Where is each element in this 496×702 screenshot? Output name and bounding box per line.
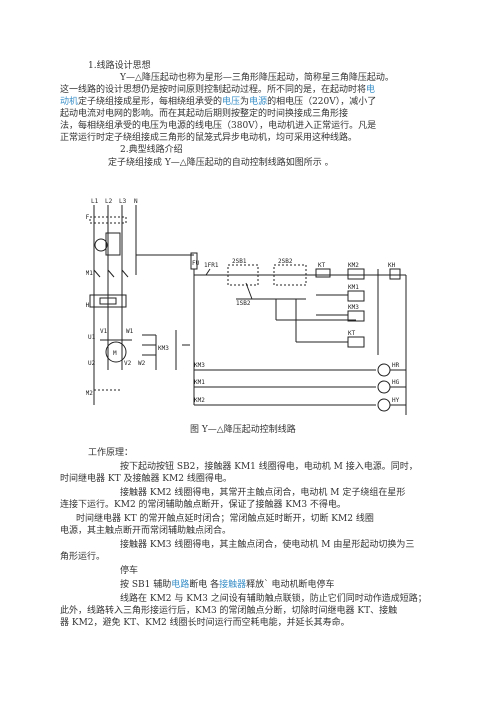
label-km3-coil: KM3 — [348, 304, 359, 311]
link-power-source[interactable]: 电源 — [249, 97, 268, 107]
paragraph-line: 连接下运行。KM2 的常闭辅助触点断开，保证了接触器 KM3 不得电。 — [60, 500, 346, 510]
label-l1: L1 — [91, 198, 99, 205]
label-l3: L3 — [119, 198, 127, 205]
paragraph-line: 线路在 KM2 与 KM3 之间设有辅助触点联锁，防止它们同时动作造成短路； — [120, 594, 427, 604]
label-v2: V2 — [124, 360, 132, 367]
label-hy: HY — [392, 397, 400, 404]
paragraph-line: 定子绕组接成 Y—△降压起动的自动控制线路如图所示 。 — [108, 158, 334, 168]
paragraph-line: 时间继电器 KT 及接触器 KM2 线圈得电。 — [60, 474, 232, 484]
label-kh-ctrl: KH — [388, 262, 396, 269]
section-heading-2: 2.典型线路介绍 — [120, 145, 183, 155]
circuit-diagram: L1 L2 L3 N QF KM1 KH U1 V1 W1 U2 V2 W2 M… — [86, 198, 407, 415]
label-km1-coil: KM1 — [348, 284, 359, 291]
label-n: N — [134, 198, 138, 205]
label-km2-main: KM2 — [86, 390, 93, 397]
stop-title: 停车 — [120, 566, 139, 576]
paragraph-line: Y—△降压起动也称为星形—三角形降压起动，简称星三角降压起动。 — [120, 73, 394, 83]
link-voltage[interactable]: 电压 — [222, 97, 241, 107]
section-heading-1: 1.线路设计思想 — [88, 61, 151, 71]
label-kt: KT — [318, 262, 326, 269]
label-km2: KM2 — [348, 262, 359, 269]
paragraph-line: 动机定子绕组接成星形，每相绕组承受的电压为电源的相电压（220V），减小了 — [60, 97, 377, 107]
label-w2: W2 — [138, 360, 146, 367]
link-electric[interactable]: 电 — [366, 85, 376, 95]
label-km3-main: KM3 — [158, 345, 169, 352]
label-km1-lamp: KM1 — [194, 379, 205, 386]
paragraph-line: 按下起动按钮 SB2，接触器 KM1 线圈得电，电动机 M 接入电源。同时， — [120, 462, 418, 472]
label-2sb1: 2SB1 — [232, 258, 247, 265]
label-km2-lamp: KM2 — [194, 397, 205, 404]
label-l2: L2 — [105, 198, 113, 205]
label-w1: W1 — [126, 328, 134, 335]
paragraph-line: 正常运行时定子绕组接成三角形的鼠笼式异步电动机，均可采用这种线路。 — [60, 133, 358, 143]
figure-caption: 图 Y—△降压起动控制线路 — [190, 425, 296, 435]
paragraph-line: 电源，其主触点断开而常闭辅助触点闭合。 — [60, 526, 232, 536]
paragraph-line: 法，每相绕组承受的电压为电源的线电压（380V），电动机进入正常运行。凡是 — [60, 121, 377, 131]
paragraph-line: 接触器 KM2 线圈得电，其常开主触点闭合，电动机 M 定子绕组在星形 — [120, 488, 406, 498]
label-fr: 1FR1 — [204, 262, 219, 269]
label-qf: QF — [86, 214, 90, 221]
label-km1: KM1 — [86, 270, 93, 277]
paragraph-line: 起动电流对电网的影响。而在其起动后期则按整定的时间换接成三角形接 — [60, 109, 349, 119]
label-hr: HR — [392, 362, 400, 369]
label-hg: HG — [392, 379, 400, 386]
label-2sb2: 2SB2 — [278, 258, 293, 265]
paragraph-line: 此外，线路转入三角形接运行后，KM3 的常闭触点分断，切除时间继电器 KT、接触 — [60, 606, 398, 616]
paragraph-line: 这一线路的设计思想仍是按时间原则控制起动过程。所不同的是，在起动时将电 — [60, 85, 376, 95]
label-kt-coil: KT — [348, 330, 356, 337]
paragraph-line: 接触器 KM3 线圈得电，其主触点闭合，使电动机 M 由星形起动切换为三 — [120, 540, 415, 550]
label-kh: KH — [86, 302, 90, 309]
principle-title: 工作原理： — [88, 448, 134, 458]
label-u1: U1 — [88, 334, 96, 341]
label-v1: V1 — [100, 328, 108, 335]
paragraph-line: 角形运行。 — [60, 552, 106, 562]
label-u2: U2 — [88, 360, 96, 367]
label-km3-lamp: KM3 — [194, 362, 205, 369]
label-1sb2: 1SB2 — [236, 300, 251, 307]
paragraph-line: 按 SB1 辅助电路断电 各接触器释放` 电动机断电停车 — [120, 580, 335, 590]
paragraph-line: 器 KM2，避免 KT、KM2 线圈长时间运行而空耗电能，并延长其寿命。 — [60, 618, 350, 628]
label-motor: M — [113, 350, 117, 357]
link-circuit[interactable]: 电路 — [171, 580, 190, 590]
label-fu: FU — [192, 260, 200, 267]
paragraph-line: 时间继电器 KT 的常开触点延时闭合；常闭触点延时断开，切断 KM2 线圈 — [76, 514, 374, 524]
link-motor[interactable]: 动机 — [60, 97, 79, 107]
link-contactor[interactable]: 接触器 — [219, 580, 247, 590]
